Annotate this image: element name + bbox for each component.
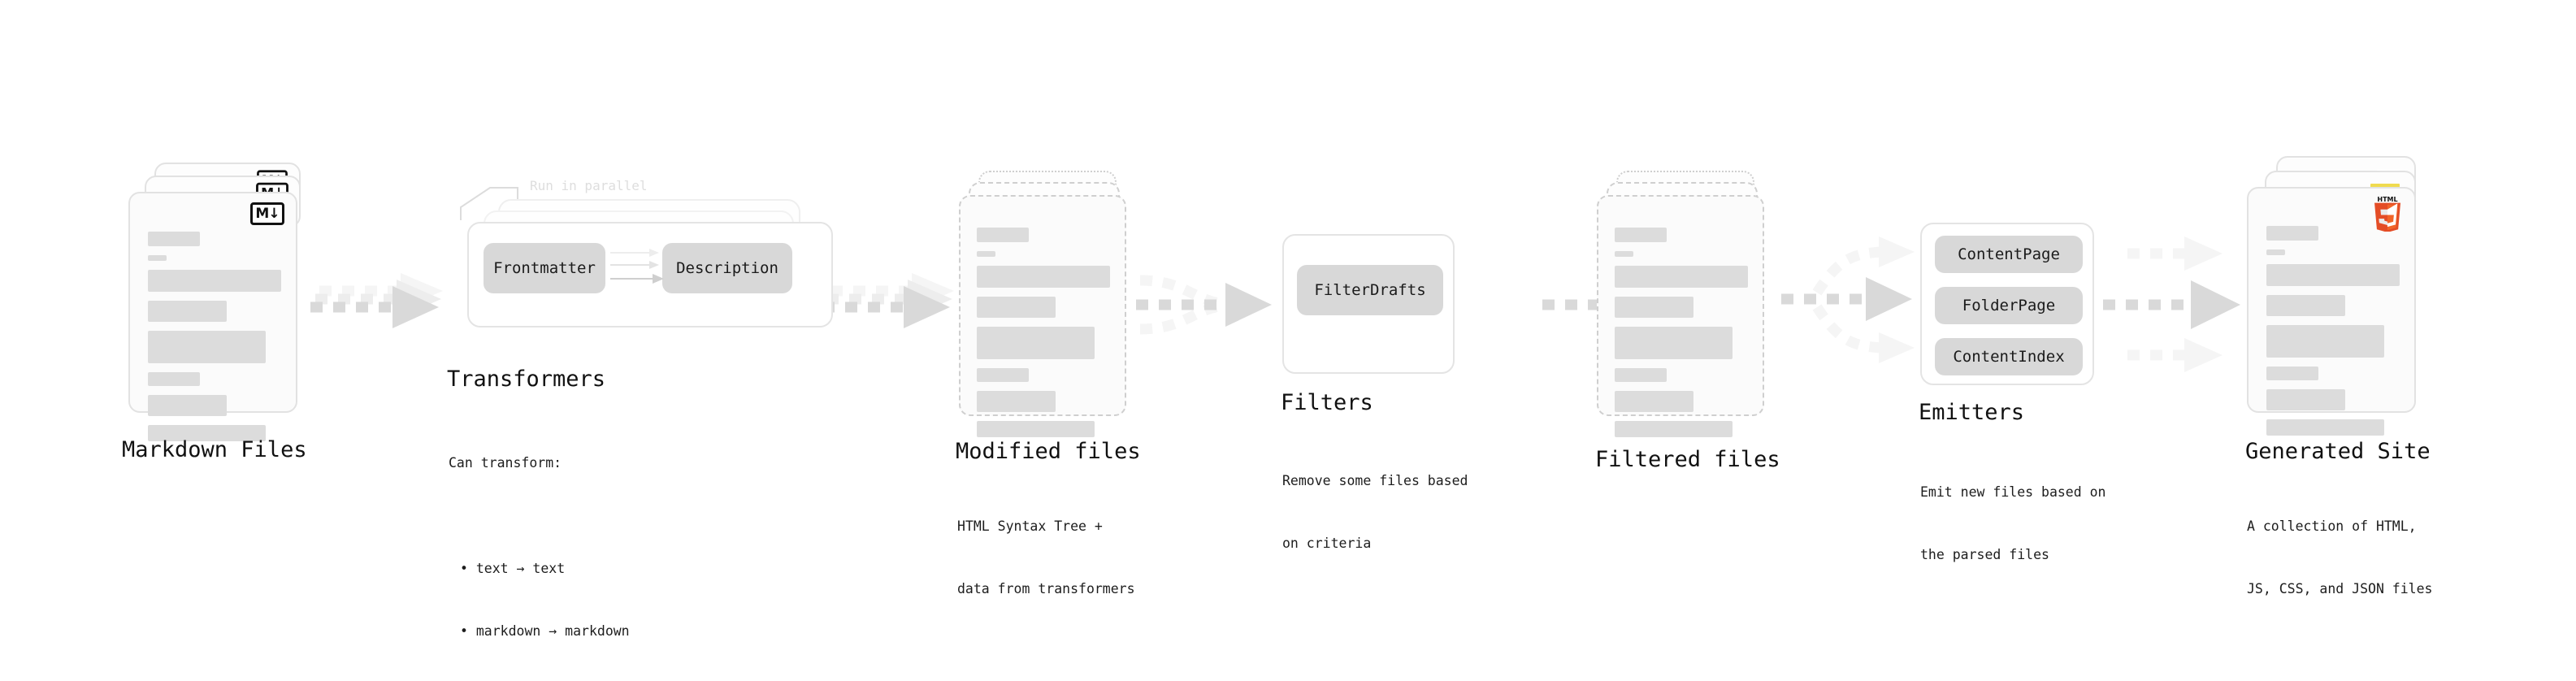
doc-line: [1615, 228, 1667, 242]
doc-line: [2266, 295, 2345, 316]
markdown-badge: M↓: [250, 202, 284, 225]
modified-files-title: Modified files: [956, 439, 1141, 464]
doc-line: [148, 232, 200, 246]
doc-line: [2266, 367, 2318, 380]
stage-filtered-files: Filtered files: [1595, 171, 1780, 472]
doc-line: [1615, 421, 1733, 437]
doc-line: [977, 251, 995, 257]
doc-line: [2266, 419, 2384, 436]
generated-doc-content: [2249, 189, 2414, 436]
filters-title: Filters: [1281, 390, 1373, 415]
svg-text:HTML: HTML: [2377, 196, 2397, 203]
doc-line: [977, 327, 1095, 359]
doc-line: [1615, 251, 1633, 257]
transformers-title: Transformers: [447, 367, 606, 392]
transformer-inner-arrows: [610, 249, 664, 284]
generated-sub-line-1: A collection of HTML,: [2247, 518, 2417, 535]
modified-sub-line-2: data from transformers: [957, 580, 1135, 596]
chip-folderpage[interactable]: FolderPage: [1935, 287, 2083, 324]
chip-filterdrafts-label: FilterDrafts: [1314, 281, 1426, 299]
modified-doc-stack: [959, 171, 1138, 437]
arrow-modified-to-filters: [1136, 275, 1272, 335]
doc-line: [977, 421, 1095, 437]
doc-line: [977, 266, 1110, 288]
html5-icon: HTML: [2374, 196, 2401, 232]
chip-description-label: Description: [676, 259, 778, 277]
stage-generated-site: CSS HTML: [2245, 156, 2434, 596]
doc-line: [2266, 325, 2384, 358]
doc-line: [1615, 368, 1667, 382]
markdown-doc-stack: M↓ M↓ M↓: [128, 163, 307, 441]
markdown-badge-glyph: M↓: [255, 205, 280, 222]
filters-sub-line-1: Remove some files based: [1282, 473, 1468, 489]
generated-doc-stack: CSS HTML: [2247, 156, 2434, 436]
generated-sub-line-2: JS, CSS, and JSON files: [2247, 580, 2433, 596]
chip-filterdrafts[interactable]: FilterDrafts: [1297, 265, 1443, 315]
doc-line: [977, 297, 1056, 318]
transformers-bullet-1: text → text: [460, 558, 630, 579]
doc-line: [148, 255, 167, 261]
filters-sub-line-2: on criteria: [1282, 535, 1372, 551]
generated-site-subtitle: A collection of HTML, JS, CSS, and JSON …: [2247, 475, 2432, 641]
doc-line: [148, 395, 227, 416]
doc-line: [2266, 226, 2318, 241]
doc-line: [977, 368, 1029, 382]
doc-line: [2266, 389, 2345, 410]
arrow-filtered-to-emitters: [1781, 236, 1915, 363]
chip-description[interactable]: Description: [662, 243, 792, 293]
doc-line: [1615, 327, 1733, 359]
chip-folderpage-label: FolderPage: [1962, 297, 2056, 314]
arrow-emitters-to-site: [2103, 236, 2240, 372]
run-in-parallel-bracket: [460, 187, 518, 220]
transformer-layer-front: Frontmatter Description: [467, 222, 833, 327]
modified-sub-line-1: HTML Syntax Tree +: [957, 518, 1103, 535]
doc-line: [148, 270, 281, 292]
doc-line: [148, 425, 266, 441]
emitters-sub-line-1: Emit new files based on: [1920, 484, 2106, 501]
doc-line: [148, 331, 266, 363]
chip-contentpage-label: ContentPage: [1958, 245, 2060, 263]
doc-line: [148, 301, 227, 322]
emitters-sub-line-2: the parsed files: [1920, 546, 2049, 562]
chip-frontmatter-label: Frontmatter: [493, 259, 596, 277]
doc-line: [2266, 264, 2400, 286]
markdown-doc-content: [130, 193, 296, 441]
filters-subtitle: Remove some files based on criteria: [1282, 429, 1468, 596]
markdown-files-title: Markdown Files: [122, 437, 307, 462]
doc-line: [977, 228, 1029, 242]
run-in-parallel-hint: Run in parallel: [530, 178, 648, 193]
modified-doc-content: [961, 197, 1125, 437]
doc-line: [2266, 249, 2285, 255]
transformers-subtitle: Can transform: text → text markdown → ma…: [449, 411, 630, 681]
transformers-subtitle-head: Can transform:: [449, 455, 562, 471]
filtered-sheet-front: [1597, 195, 1764, 437]
filters-box: FilterDrafts: [1282, 234, 1455, 374]
chip-contentindex-label: ContentIndex: [1953, 348, 2065, 366]
doc-line: [1615, 297, 1693, 318]
arrow-transformers-to-modified: [822, 273, 954, 328]
stage-modified-files: Modified files HTML Syntax Tree + data f…: [956, 171, 1141, 596]
filtered-files-title: Filtered files: [1595, 447, 1780, 472]
generated-site-title: Generated Site: [2245, 439, 2431, 464]
stage-markdown-files: M↓ M↓ M↓ Markdown Files: [122, 163, 307, 462]
arrow-markdown-to-transformers: [310, 273, 443, 328]
filtered-doc-content: [1598, 197, 1763, 437]
emitters-title: Emitters: [1919, 400, 2025, 425]
chip-frontmatter[interactable]: Frontmatter: [484, 243, 605, 293]
markdown-sheet-front: M↓: [128, 192, 297, 441]
modified-sheet-front: [959, 195, 1126, 437]
doc-line: [1615, 266, 1748, 288]
modified-files-subtitle: HTML Syntax Tree + data from transformer…: [957, 475, 1135, 641]
filtered-doc-stack: [1597, 171, 1776, 437]
doc-line: [1615, 391, 1693, 412]
generated-sheet-html: HTML: [2247, 187, 2416, 436]
transformers-bullets: text → text markdown → markdown html → h…: [449, 517, 630, 681]
chip-contentpage[interactable]: ContentPage: [1935, 236, 2083, 273]
doc-line: [977, 391, 1056, 412]
emitters-subtitle: Emit new files based on the parsed files: [1920, 440, 2105, 607]
doc-line: [148, 372, 200, 386]
emitters-box: ContentPage FolderPage ContentIndex: [1920, 223, 2094, 385]
transformers-bullet-2: markdown → markdown: [460, 621, 630, 642]
chip-contentindex[interactable]: ContentIndex: [1935, 338, 2083, 375]
